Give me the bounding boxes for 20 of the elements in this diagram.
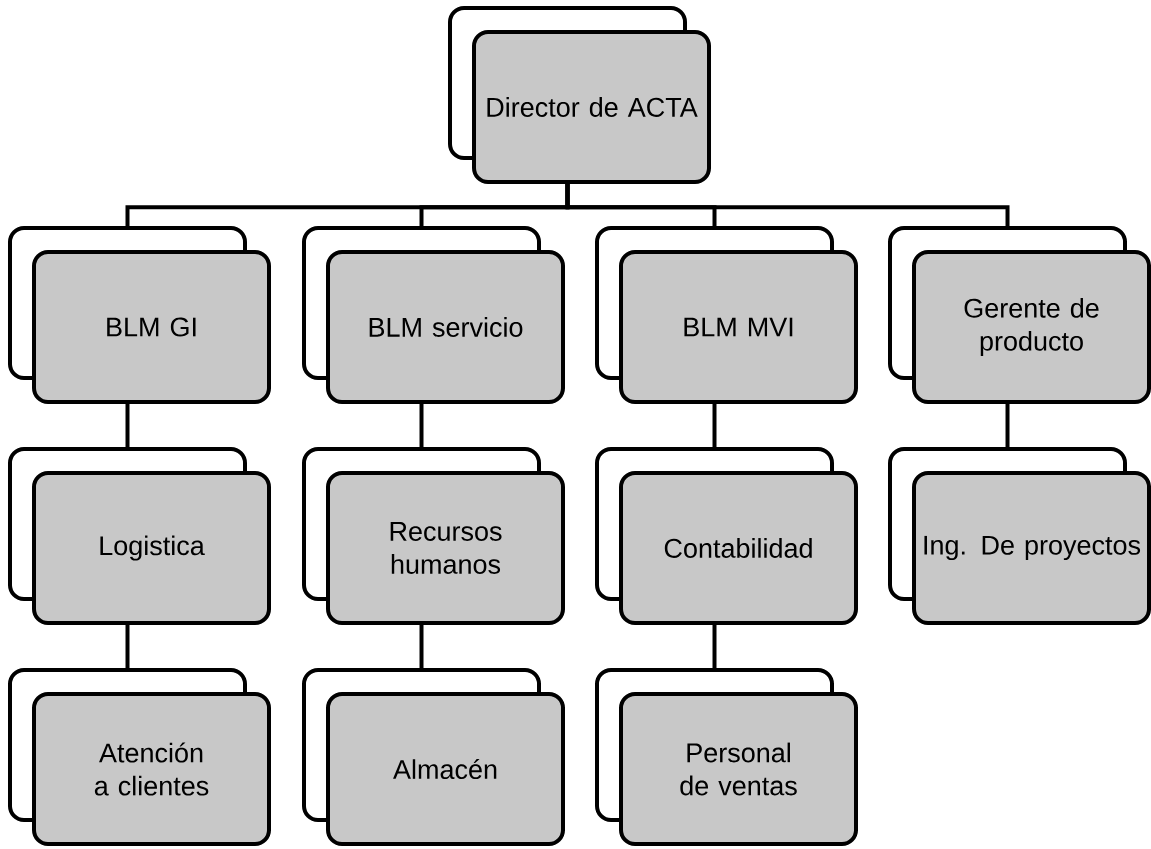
org-box: Personal de ventas xyxy=(595,668,858,846)
connector-line xyxy=(1005,402,1010,449)
connector-line xyxy=(419,402,424,449)
connector-line xyxy=(125,402,130,449)
org-box: BLM MVI xyxy=(595,226,858,404)
connector-line xyxy=(419,623,424,670)
org-box: Logistica xyxy=(8,447,271,625)
org-box: Director de ACTA xyxy=(448,6,711,184)
org-box: BLM servicio xyxy=(302,226,565,404)
org-box: Ing. De proyectos xyxy=(888,447,1151,625)
connector-line xyxy=(712,623,717,670)
org-box: Contabilidad xyxy=(595,447,858,625)
org-box: Almacén xyxy=(302,668,565,846)
connector-line xyxy=(565,182,1010,228)
connector-line xyxy=(125,623,130,670)
org-box: Atención a clientes xyxy=(8,668,271,846)
org-box: BLM GI xyxy=(8,226,271,404)
org-box: Gerente de producto xyxy=(888,226,1151,404)
connector-line xyxy=(712,402,717,449)
org-box: Recursos humanos xyxy=(302,447,565,625)
